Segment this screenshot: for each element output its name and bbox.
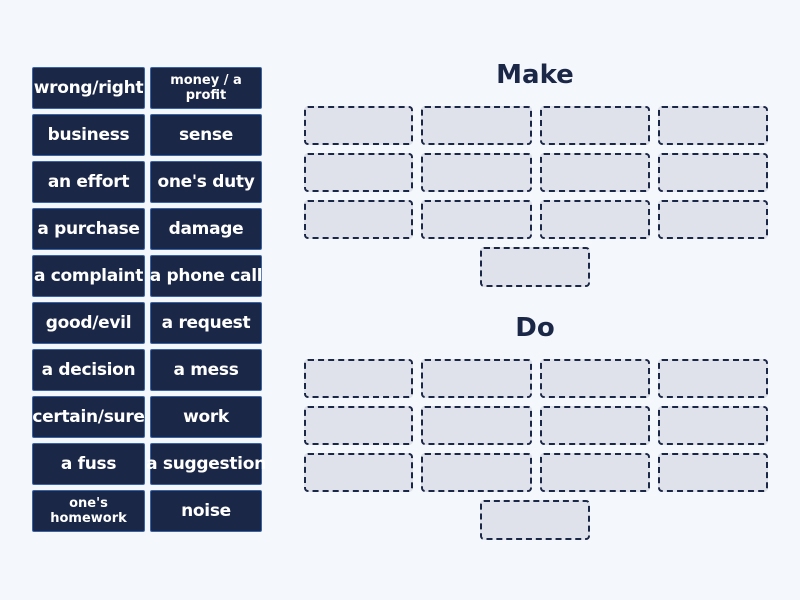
word-tile[interactable]: sense [150, 114, 262, 156]
word-tile[interactable]: an effort [32, 161, 145, 203]
word-tile[interactable]: a request [150, 302, 262, 344]
make-slot[interactable] [304, 106, 413, 145]
word-tile[interactable]: a phone call [150, 255, 263, 297]
word-tile[interactable]: business [32, 114, 145, 156]
make-slot[interactable] [540, 200, 650, 239]
make-slot[interactable] [421, 153, 532, 192]
do-slot[interactable] [658, 359, 768, 398]
do-slot[interactable] [658, 453, 768, 492]
do-slot[interactable] [421, 453, 532, 492]
make-slot[interactable] [421, 200, 532, 239]
make-slot[interactable] [540, 153, 650, 192]
make-slot[interactable] [421, 106, 532, 145]
word-tile[interactable]: noise [150, 490, 262, 532]
make-slot[interactable] [658, 106, 768, 145]
make-slot[interactable] [658, 153, 768, 192]
make-slot[interactable] [658, 200, 768, 239]
make-slot[interactable] [540, 106, 650, 145]
do-slot[interactable] [421, 406, 532, 445]
do-slot[interactable] [480, 500, 590, 540]
make-slot[interactable] [304, 200, 413, 239]
word-tile[interactable]: one's homework [32, 490, 145, 532]
do-slot[interactable] [421, 359, 532, 398]
word-tile[interactable]: work [150, 396, 262, 438]
word-tile[interactable]: a decision [32, 349, 145, 391]
do-slot[interactable] [304, 359, 413, 398]
word-tile[interactable]: wrong/right [32, 67, 145, 109]
word-tile[interactable]: damage [150, 208, 262, 250]
do-group-title: Do [515, 313, 555, 343]
word-tile[interactable]: one's duty [150, 161, 262, 203]
make-slot[interactable] [304, 153, 413, 192]
word-tile[interactable]: certain/sure [32, 396, 145, 438]
word-tile[interactable]: money / a profit [150, 67, 262, 109]
do-slot[interactable] [658, 406, 768, 445]
word-tile[interactable]: a suggestion [146, 443, 266, 485]
word-tile[interactable]: a complaint [32, 255, 145, 297]
do-slot[interactable] [304, 453, 413, 492]
do-slot[interactable] [304, 406, 413, 445]
word-tile[interactable]: a mess [150, 349, 262, 391]
word-tile[interactable]: a purchase [32, 208, 145, 250]
word-tile[interactable]: a fuss [32, 443, 145, 485]
make-slot[interactable] [480, 247, 590, 287]
do-slot[interactable] [540, 453, 650, 492]
do-slot[interactable] [540, 406, 650, 445]
make-drop-zone [304, 106, 768, 239]
do-drop-zone [304, 359, 768, 492]
word-tile[interactable]: good/evil [32, 302, 145, 344]
make-group-title: Make [496, 60, 574, 90]
do-slot[interactable] [540, 359, 650, 398]
